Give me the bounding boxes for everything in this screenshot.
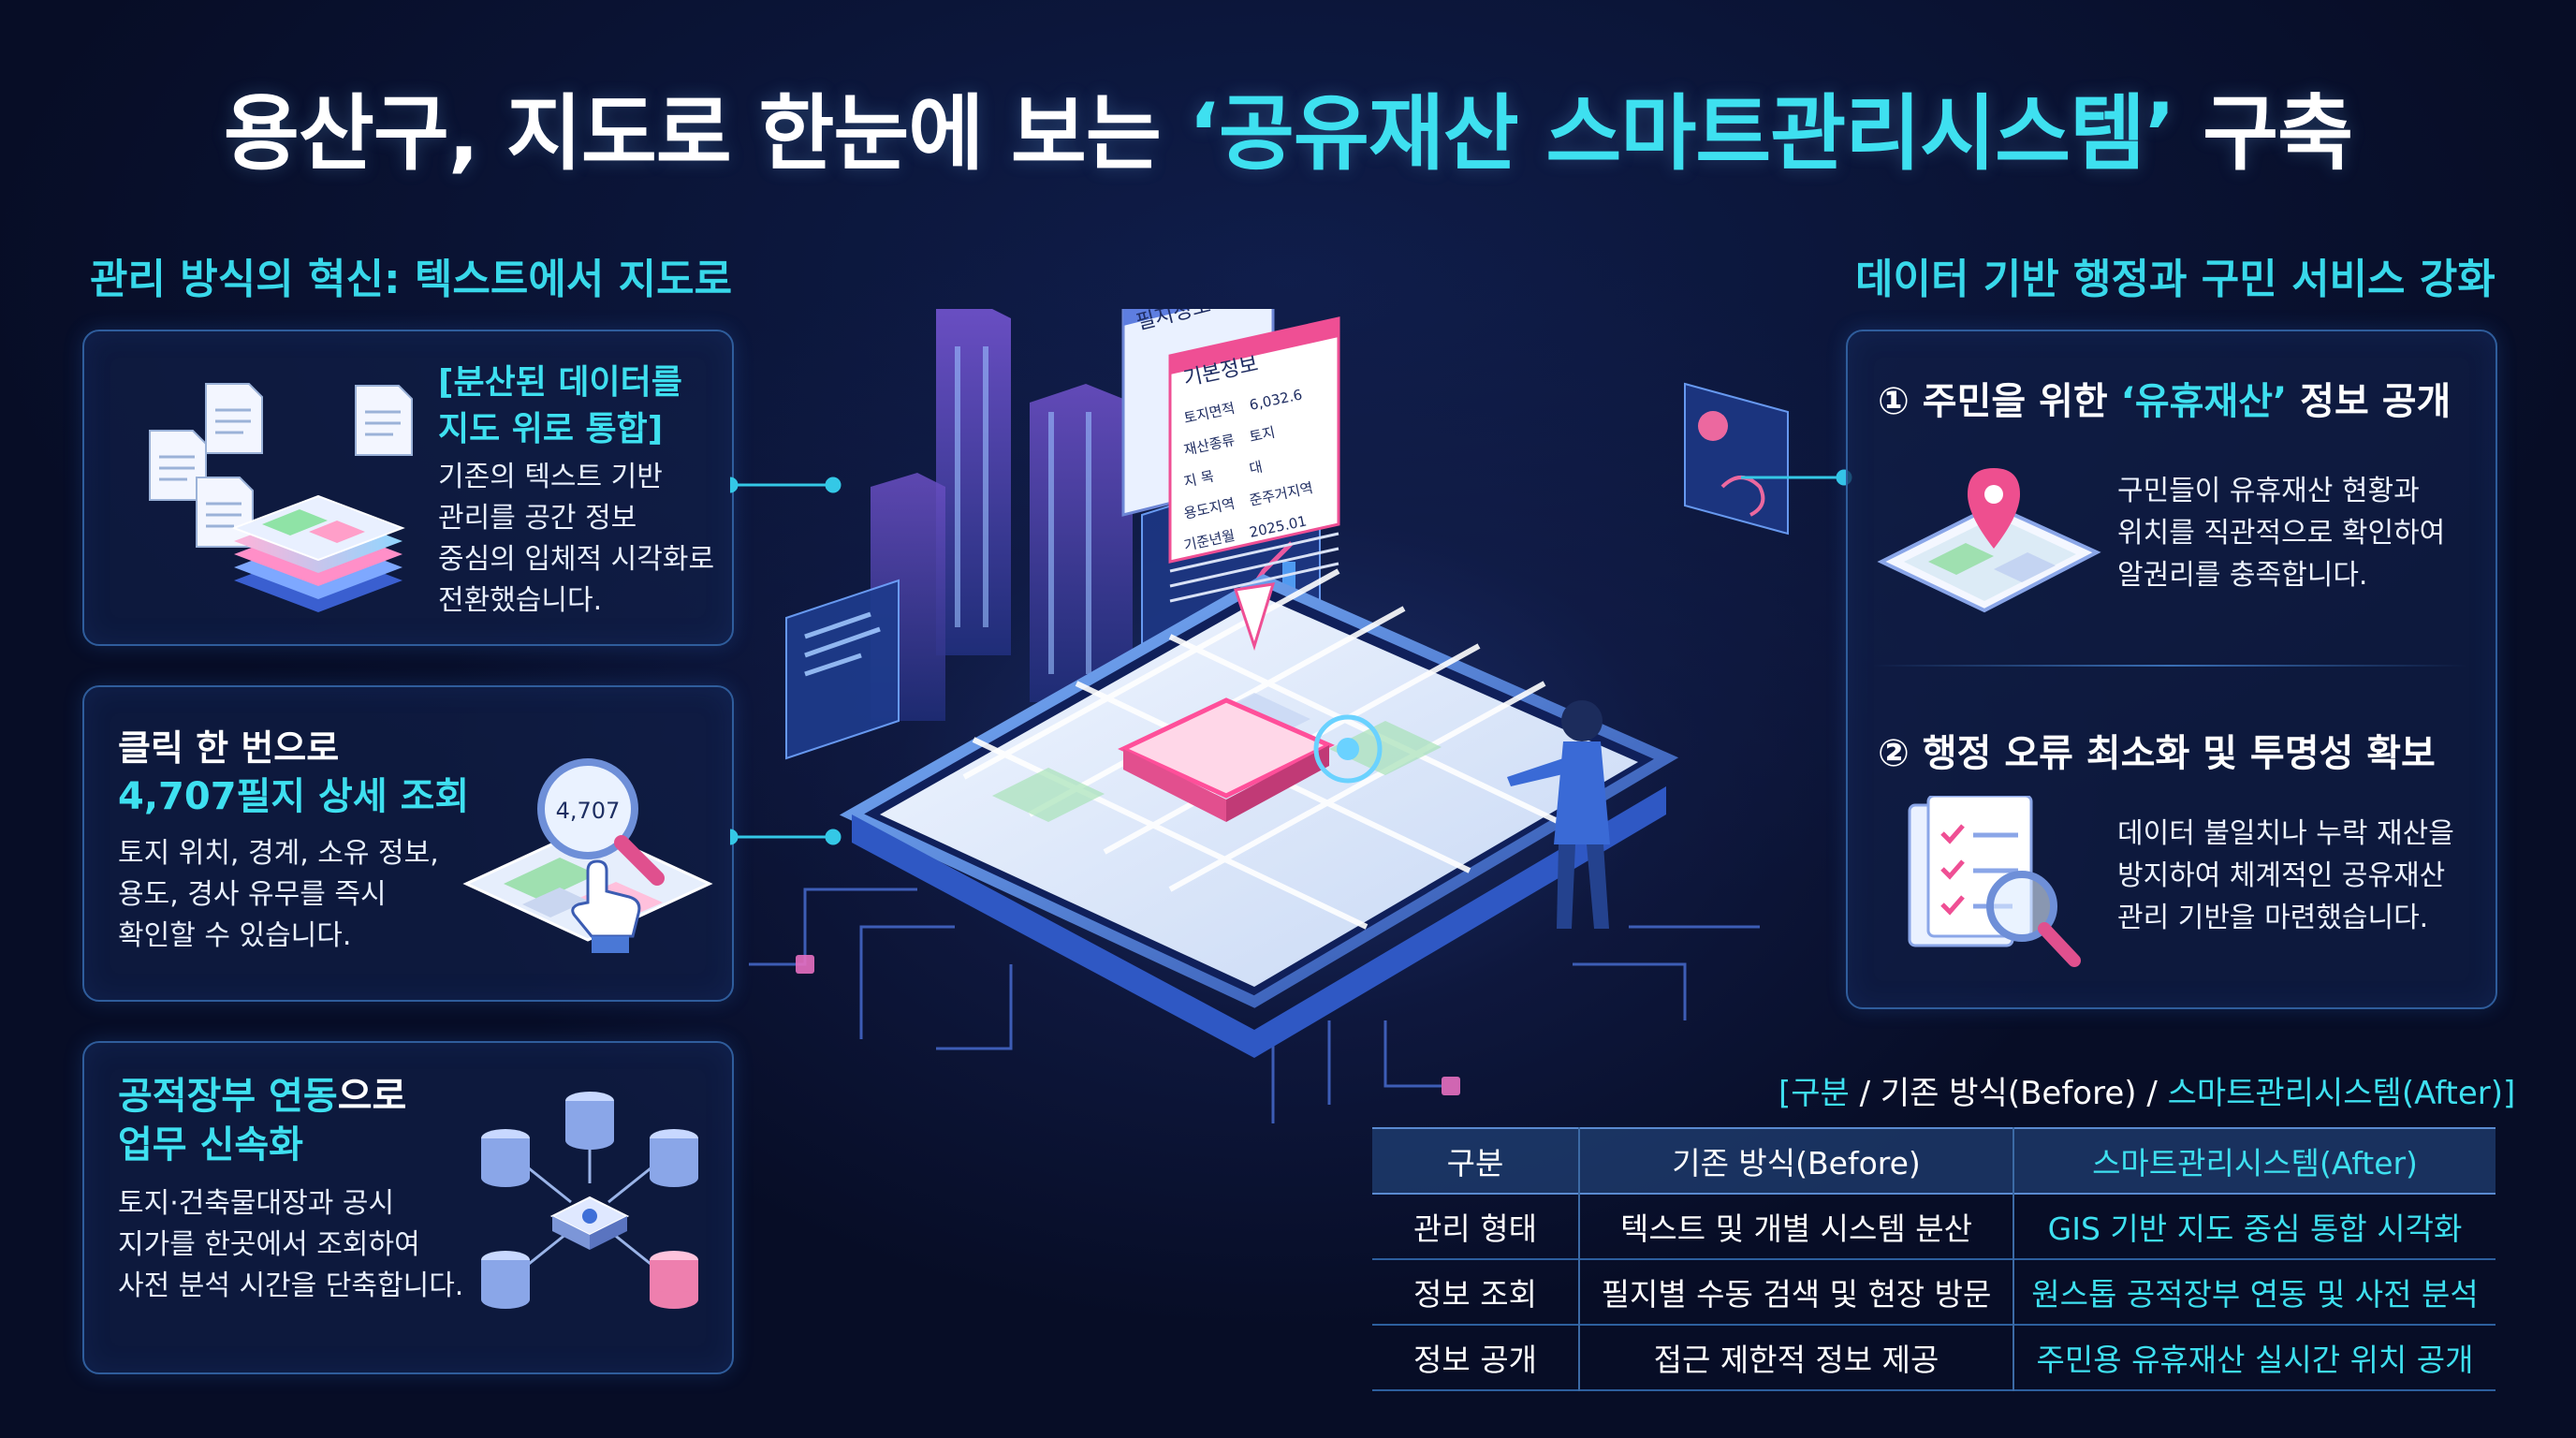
caption-part-c: 스마트관리시스템(After)]	[2167, 1075, 2516, 1112]
right-connector-line	[1741, 469, 1852, 486]
table-cell: 관리 형태	[1372, 1194, 1580, 1259]
table-cell: 정보 조회	[1372, 1259, 1580, 1325]
database-network-icon	[481, 1092, 698, 1309]
title-highlight: ‘공유재산 스마트관리시스템’	[1188, 85, 2175, 182]
table-header-cell: 기존 방식(Before)	[1579, 1128, 2014, 1194]
card3-body-line2: 지가를 한곳에서 조회하여	[118, 1228, 420, 1261]
right-item2-body-line3: 관리 기반을 마련했습니다.	[2117, 902, 2429, 934]
document-stack-icon	[149, 383, 413, 612]
page-title: 용산구, 지도로 한눈에 보는 ‘공유재산 스마트관리시스템’ 구축	[0, 67, 2576, 186]
title-suffix: 구축	[2174, 85, 2353, 182]
map-click-magnifier-icon: 4,707	[462, 758, 713, 953]
caption-part-b: / 기존 방식(Before) /	[1849, 1075, 2168, 1112]
right-item2-body-line2: 방지하여 체계적인 공유재산	[2117, 859, 2446, 892]
caption-part-a: [구분	[1778, 1075, 1850, 1112]
table-cell: 주민용 유휴재산 실시간 위치 공개	[2036, 1342, 2474, 1378]
info-row-value: 대	[1248, 458, 1264, 477]
right-item1-prefix: ① 주민을 위한	[1878, 380, 2121, 423]
right-item1-title: ① 주민을 위한 ‘유휴재산’ 정보 공개	[1878, 371, 2451, 425]
right-card-divider	[1872, 665, 2467, 667]
right-item1-highlight: ‘유휴재산’	[2120, 380, 2288, 423]
card1-body-line4: 전환했습니다.	[438, 584, 603, 617]
right-item1-body-line3: 알권리를 충족합니다.	[2117, 559, 2368, 592]
card2-title-line2: 4,707필지 상세 조회	[118, 775, 470, 818]
card-integration: [분산된 데이터를 지도 위로 통합] 기존의 텍스트 기반 관리를 공간 정보…	[82, 330, 734, 646]
card1-body-line2: 관리를 공간 정보	[438, 502, 637, 535]
right-item1-body-line2: 위치를 직관적으로 확인하여	[2117, 517, 2446, 550]
comparison-table: 구분 기존 방식(Before) 스마트관리시스템(After) 관리 형태 텍…	[1372, 1127, 2496, 1391]
table-header-cell: 스마트관리시스템(After)	[2092, 1145, 2418, 1181]
smart-map-tablet-illustration: 필지정보 기본정보 토지면적 6,032.6 재산종류 토지 지 목 대 용도지…	[749, 309, 1789, 1123]
checklist-magnifier-icon	[1908, 796, 2081, 967]
table-row: 정보 공개 접근 제한적 정보 제공 주민용 유휴재산 실시간 위치 공개	[1372, 1325, 2496, 1390]
card1-title-line2: 지도 위로 통합]	[438, 410, 664, 448]
table-header-row: 구분 기존 방식(Before) 스마트관리시스템(After)	[1372, 1128, 2496, 1194]
card2-title-line1: 클릭 한 번으로	[118, 727, 340, 769]
table-header-cell: 구분	[1372, 1128, 1580, 1194]
left-connector-lines	[730, 477, 842, 845]
table-cell: 텍스트 및 개별 시스템 분산	[1579, 1194, 2014, 1259]
phone-map-pin-icon	[1877, 468, 2101, 613]
card1-body-line3: 중심의 입체적 시각화로	[438, 543, 715, 576]
card2-body-line2: 용도, 경사 유무를 즉시	[118, 878, 387, 911]
card2-body-line3: 확인할 수 있습니다.	[118, 919, 352, 952]
table-cell: GIS 기반 지도 중심 통합 시각화	[2047, 1211, 2463, 1247]
title-prefix: 용산구, 지도로 한눈에 보는	[223, 85, 1189, 182]
right-item2-title: ② 행정 오류 최소화 및 투명성 확보	[1878, 732, 2436, 775]
table-cell: 접근 제한적 정보 제공	[1579, 1325, 2014, 1390]
card2-body-line1: 토지 위치, 경계, 소유 정보,	[118, 837, 439, 870]
parcel-count-badge: 4,707	[556, 798, 621, 824]
card3-title-line1: 공적장부 연동으로	[118, 1073, 406, 1120]
card3-body-line1: 토지·건축물대장과 공시	[118, 1187, 395, 1220]
right-section-heading: 데이터 기반 행정과 구민 서비스 강화	[1855, 256, 2496, 303]
table-cell: 원스톱 공적장부 연동 및 사전 분석	[2031, 1276, 2479, 1313]
card3-title-rest: 으로	[337, 1075, 407, 1118]
info-row-value: 토지	[1248, 424, 1277, 446]
card1-title-line1: [분산된 데이터를	[438, 363, 682, 402]
card3-title-line2: 업무 신속화	[118, 1123, 303, 1167]
right-item1-body-line1: 구민들이 유휴재산 현황과	[2117, 475, 2420, 507]
table-cell: 정보 공개	[1372, 1325, 1580, 1390]
card-registry-link: 공적장부 연동으로 업무 신속화 토지·건축물대장과 공시 지가를 한곳에서 조…	[82, 1041, 734, 1374]
card-parcel-lookup: 클릭 한 번으로 4,707필지 상세 조회 토지 위치, 경계, 소유 정보,…	[82, 685, 734, 1002]
left-section-heading: 관리 방식의 혁신: 텍스트에서 지도로	[90, 256, 733, 303]
table-row: 관리 형태 텍스트 및 개별 시스템 분산 GIS 기반 지도 중심 통합 시각…	[1372, 1194, 2496, 1259]
table-cell: 필지별 수동 검색 및 현장 방문	[1579, 1259, 2014, 1325]
table-row: 정보 조회 필지별 수동 검색 및 현장 방문 원스톱 공적장부 연동 및 사전…	[1372, 1259, 2496, 1325]
card3-body-line3: 사전 분석 시간을 단축합니다.	[118, 1269, 464, 1302]
card1-body-line1: 기존의 텍스트 기반	[438, 461, 663, 493]
card3-title-cyan: 공적장부 연동	[118, 1075, 338, 1118]
right-item2-body-line1: 데이터 불일치나 누락 재산을	[2117, 817, 2454, 850]
right-item1-suffix: 정보 공개	[2287, 380, 2452, 423]
comparison-table-caption: [구분 / 기존 방식(Before) / 스마트관리시스템(After)]	[1778, 1067, 2515, 1113]
